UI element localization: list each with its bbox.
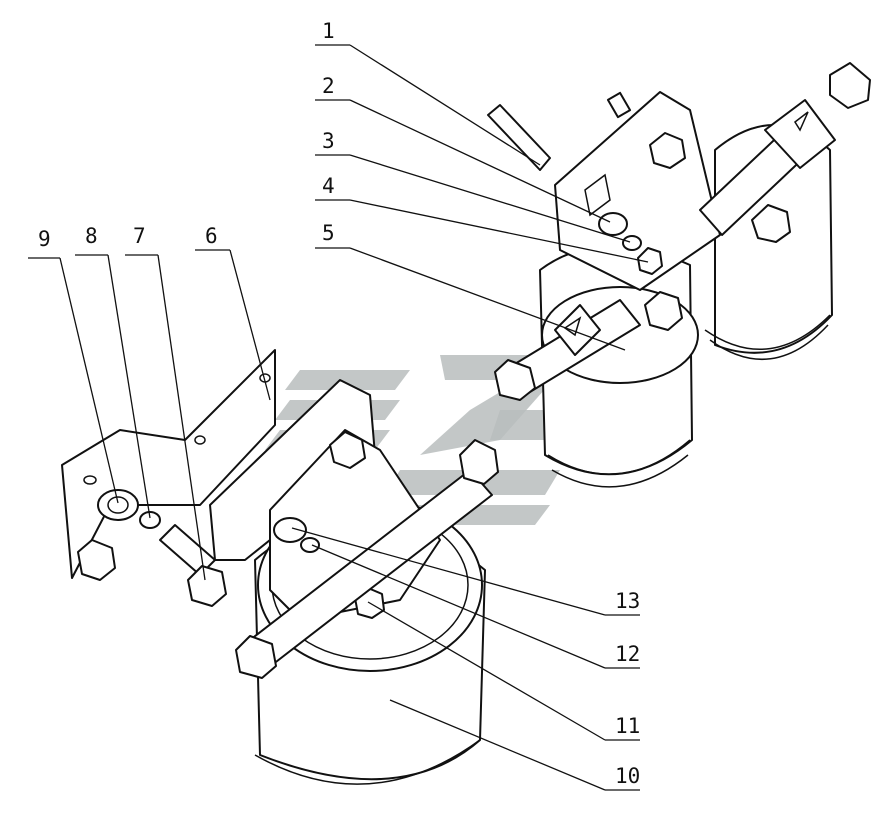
lower-head-bolt — [329, 431, 366, 469]
upper-right-hex-nut — [829, 62, 871, 109]
leader-lines — [28, 44, 649, 791]
nut-part-4 — [637, 247, 663, 275]
washer-part-12 — [300, 537, 320, 553]
spring-washer-part-3 — [622, 235, 642, 251]
callout-4: 4 — [322, 174, 335, 198]
upper-filter-assembly — [487, 62, 871, 488]
upper-left-hex-nut — [494, 359, 536, 401]
callout-3: 3 — [322, 129, 335, 153]
upper-center-bolt-a — [644, 291, 683, 331]
bolt-head-part-7 — [187, 565, 227, 607]
callout-5: 5 — [322, 221, 335, 245]
head-hole-part-13 — [273, 517, 307, 543]
callout-labels: 1 2 3 4 5 6 7 8 9 10 11 12 13 — [38, 19, 640, 788]
callout-13: 13 — [615, 589, 640, 613]
upper-top-stub — [606, 91, 632, 119]
lower-left-hex-nut — [235, 635, 277, 679]
bracket-hole-part-9 — [97, 489, 139, 521]
callout-2: 2 — [322, 74, 335, 98]
washer-part-8 — [139, 511, 161, 529]
upper-right-fitting — [764, 99, 836, 169]
callout-10: 10 — [615, 764, 640, 788]
upper-head-bolt — [649, 132, 686, 169]
arrow-block-left — [554, 304, 601, 356]
stud-part — [487, 104, 551, 171]
washer-part-2 — [598, 212, 628, 236]
upper-center-bolt-b — [751, 204, 791, 243]
callout-11: 11 — [615, 714, 640, 738]
bracket-bottom-nut — [77, 539, 116, 581]
lower-filter-head — [269, 429, 441, 621]
callout-1: 1 — [322, 19, 335, 43]
lower-filter-assembly — [235, 429, 499, 785]
callout-12: 12 — [615, 642, 640, 666]
lower-right-hex-nut — [459, 439, 499, 485]
callout-7: 7 — [133, 224, 146, 248]
callout-6: 6 — [205, 224, 218, 248]
callout-9: 9 — [38, 227, 51, 251]
bolt-shank-part-7 — [159, 524, 216, 576]
callout-8: 8 — [85, 224, 98, 248]
